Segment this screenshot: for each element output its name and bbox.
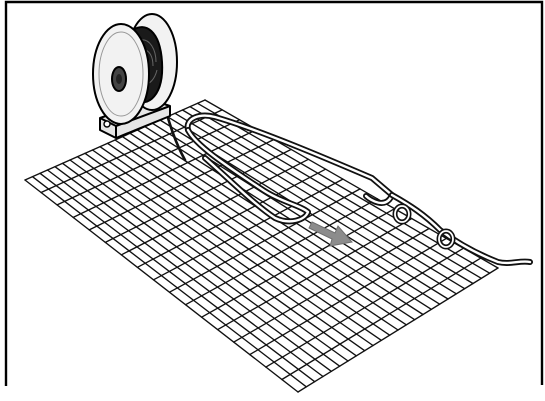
- mesh-wire-transverse: [174, 112, 466, 290]
- mesh-wire-transverse: [76, 156, 357, 357]
- mesh-wire-longitudinal: [152, 178, 344, 281]
- cable-coil-2: [436, 228, 456, 250]
- mesh-wire-transverse: [84, 152, 366, 352]
- mesh-wire-longitudinal: [88, 138, 275, 231]
- mesh-wire-transverse: [46, 169, 324, 378]
- figure-frame: [4, 0, 544, 386]
- mesh-wire-transverse: [31, 176, 307, 388]
- mesh-wire-transverse: [121, 136, 407, 326]
- mesh-wire-transverse: [61, 162, 341, 367]
- mesh-wire-transverse: [166, 116, 457, 295]
- mesh-wire-transverse: [114, 139, 399, 331]
- cable-coil-1: [392, 203, 412, 225]
- mesh-wire-longitudinal: [249, 237, 447, 356]
- mesh-wire-transverse: [151, 122, 441, 305]
- mesh-wire-longitudinal: [72, 128, 258, 219]
- mesh-wire-longitudinal: [104, 148, 292, 244]
- mesh-wire-longitudinal: [120, 158, 310, 256]
- mesh-wire-transverse: [99, 146, 382, 341]
- mesh-wire-longitudinal: [265, 247, 465, 368]
- mesh-wire-longitudinal: [136, 168, 327, 268]
- wire-mesh-grid: [24, 99, 499, 393]
- mesh-wire-longitudinal: [168, 188, 361, 293]
- mesh-wire-longitudinal: [24, 99, 206, 181]
- mesh-wire-longitudinal: [200, 208, 396, 318]
- mesh-wire-longitudinal: [297, 267, 499, 393]
- heating-cable: [163, 106, 533, 266]
- mesh-wire-transverse: [54, 166, 332, 372]
- mesh-wire-transverse: [69, 159, 349, 362]
- cable-reel: [92, 13, 178, 139]
- mesh-wire-longitudinal: [217, 217, 413, 331]
- mesh-wire-transverse: [144, 126, 432, 310]
- mesh-wire-longitudinal: [281, 257, 482, 381]
- mesh-wire-transverse: [189, 106, 482, 279]
- mesh-wire-transverse: [181, 109, 474, 285]
- mesh-wire-longitudinal: [184, 198, 379, 306]
- mesh-wire-transverse: [129, 132, 416, 321]
- mesh-wire-transverse: [91, 149, 374, 347]
- mesh-wire-transverse: [106, 142, 391, 336]
- mesh-wire-longitudinal: [40, 109, 223, 194]
- mesh-wire-transverse: [39, 172, 316, 383]
- mesh-wire-longitudinal: [56, 119, 241, 206]
- direction-arrow: [308, 221, 353, 247]
- mesh-wire-transverse: [24, 179, 299, 393]
- mesh-wire-longitudinal: [233, 227, 430, 343]
